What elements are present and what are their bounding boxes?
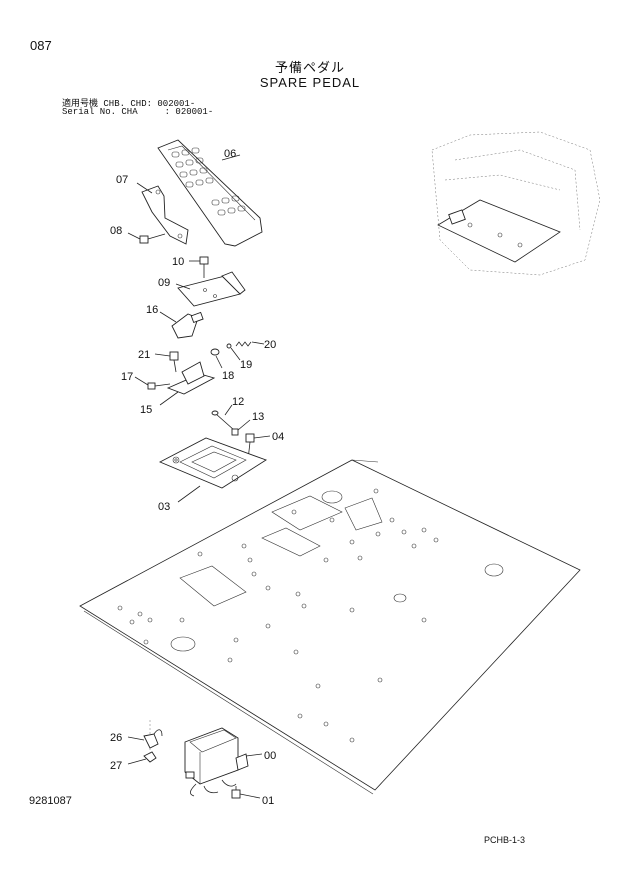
part-17-bolt — [134, 376, 171, 390]
title-english: SPARE PEDAL — [259, 75, 361, 90]
callout-16: 16 — [146, 304, 158, 316]
callout-00: 00 — [264, 750, 276, 762]
part-16-lever — [159, 311, 204, 339]
callout-12: 12 — [232, 396, 244, 408]
page-number: 087 — [30, 38, 52, 53]
part-07-bracket — [136, 182, 189, 245]
part-10-bolt — [189, 256, 209, 278]
location-inset — [431, 131, 601, 276]
serial-applicability-line: 適用号機 CHB. CHD: 002001- — [62, 99, 196, 109]
part-06-pedal-pad — [157, 139, 263, 247]
callout-13: 13 — [252, 411, 264, 423]
part-08-bolt — [127, 232, 166, 244]
part-21-bolt — [154, 351, 179, 373]
callout-18: 18 — [222, 370, 234, 382]
callout-19: 19 — [240, 359, 252, 371]
callout-15: 15 — [140, 404, 152, 416]
callout-27: 27 — [110, 760, 122, 772]
callout-08: 08 — [110, 225, 122, 237]
part-18-washer — [210, 348, 223, 369]
callout-03: 03 — [158, 501, 170, 513]
part-20-spring — [235, 341, 265, 347]
part-13-nut — [231, 419, 251, 436]
callout-26: 26 — [110, 732, 122, 744]
callout-09: 09 — [158, 277, 170, 289]
part-03-base-plate — [158, 437, 268, 503]
part-19-pin — [226, 343, 241, 361]
callout-20: 20 — [264, 339, 276, 351]
part-15-bracket — [159, 361, 216, 406]
callout-04: 04 — [272, 431, 284, 443]
part-09-hinge-plate — [175, 271, 246, 307]
page-code: PCHB-1-3 — [484, 835, 526, 845]
callout-10: 10 — [172, 256, 184, 268]
callout-06: 06 — [224, 148, 236, 160]
callout-07: 07 — [116, 174, 128, 186]
part-12-bolt — [211, 404, 235, 431]
part-26-clip — [127, 720, 163, 749]
part-00-switch-assembly — [184, 727, 263, 797]
callout-21: 21 — [138, 349, 150, 361]
serial-number-line: Serial No. CHA : 020001- — [62, 107, 214, 117]
part-01-bolt — [231, 786, 261, 799]
drawing-number: 9281087 — [29, 795, 72, 807]
title-japanese: 予備ペダル — [274, 60, 345, 75]
floor-plate — [79, 459, 581, 795]
part-27-nut — [127, 748, 157, 765]
callout-17: 17 — [121, 371, 133, 383]
callout-01: 01 — [262, 795, 274, 807]
